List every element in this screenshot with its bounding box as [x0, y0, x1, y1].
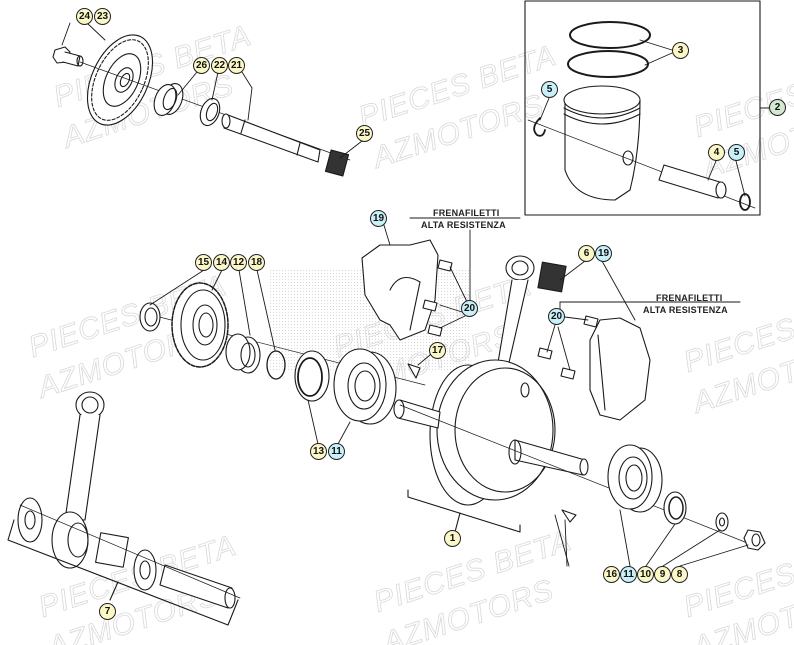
threadlock-note-2-sub: ALTA RESISTENZA — [643, 305, 728, 315]
callout-20-right[interactable]: 20 — [548, 308, 565, 325]
oil-seal-left-drawing — [294, 350, 330, 402]
callout-1[interactable]: 1 — [444, 530, 461, 547]
callout-13[interactable]: 13 — [310, 443, 327, 460]
piston-kit-frame — [524, 0, 761, 216]
callout-9[interactable]: 9 — [654, 566, 671, 583]
callout-22[interactable]: 22 — [211, 57, 228, 74]
threadlock-note-2: FRENAFILETTI — [656, 293, 723, 303]
circlip-left-drawing — [533, 117, 546, 137]
piston-drawing — [563, 85, 641, 201]
callout-14[interactable]: 14 — [213, 254, 230, 271]
oring-drawing — [266, 350, 286, 380]
circlip-right-drawing — [739, 193, 751, 211]
counterweight-right-drawing — [589, 317, 651, 421]
counterweight-left-drawing — [361, 239, 439, 341]
screws-left-drawing — [422, 259, 453, 337]
screws-right-drawing — [537, 315, 599, 380]
callout-23[interactable]: 23 — [94, 8, 111, 25]
callout-10[interactable]: 10 — [637, 566, 654, 583]
callout-12[interactable]: 12 — [230, 254, 247, 271]
callout-16[interactable]: 16 — [603, 566, 620, 583]
conrod-kit-drawing — [17, 391, 236, 609]
callout-11-right[interactable]: 11 — [620, 566, 637, 583]
callout-17[interactable]: 17 — [429, 342, 446, 359]
threadlock-note-1: FRENAFILETTI — [433, 208, 500, 218]
callout-25[interactable]: 25 — [356, 125, 373, 142]
callout-2[interactable]: 2 — [769, 99, 786, 116]
threadlock-note-1-sub: ALTA RESISTENZA — [421, 220, 506, 230]
callout-6[interactable]: 6 — [578, 245, 595, 262]
piston-rings-drawing — [567, 21, 651, 78]
woodruff-key-left-drawing — [407, 363, 421, 379]
balancer-spacer-drawing — [199, 97, 221, 127]
callout-11-left[interactable]: 11 — [328, 443, 345, 460]
seal-ring-drawing — [139, 302, 161, 332]
primary-gear-drawing — [171, 282, 229, 368]
callout-7[interactable]: 7 — [99, 603, 116, 620]
washer-drawing — [715, 512, 729, 532]
bushing-drawing — [225, 333, 261, 374]
callout-21[interactable]: 21 — [228, 57, 245, 74]
callout-15[interactable]: 15 — [195, 254, 212, 271]
callout-3[interactable]: 3 — [672, 42, 689, 59]
callout-20-left[interactable]: 20 — [461, 300, 478, 317]
callout-26[interactable]: 26 — [193, 57, 210, 74]
callout-5-left[interactable]: 5 — [541, 81, 558, 98]
main-bearing-right-drawing — [607, 444, 663, 513]
nut-drawing — [743, 529, 766, 551]
callout-19-left[interactable]: 19 — [370, 210, 387, 227]
callout-5-right[interactable]: 5 — [728, 144, 745, 161]
balancer-gear-drawing — [86, 34, 154, 126]
callout-24[interactable]: 24 — [76, 8, 93, 25]
oil-seal-right-drawing — [663, 491, 687, 525]
balancer-bearing-drawing — [153, 83, 184, 116]
balancer-shaft-drawing — [221, 113, 321, 163]
callout-8[interactable]: 8 — [671, 566, 688, 583]
piston-pin-drawing — [658, 164, 727, 199]
connecting-rod-drawing — [494, 255, 535, 381]
balancer-screw-drawing — [52, 46, 84, 67]
main-bearing-left-drawing — [333, 348, 397, 425]
callout-4[interactable]: 4 — [708, 144, 725, 161]
callout-18[interactable]: 18 — [248, 254, 265, 271]
needle-bearing-drawing — [324, 149, 350, 177]
callout-19-right[interactable]: 19 — [595, 245, 612, 262]
small-end-bearing-drawing — [537, 261, 567, 293]
crankshaft-drawing — [393, 359, 589, 506]
